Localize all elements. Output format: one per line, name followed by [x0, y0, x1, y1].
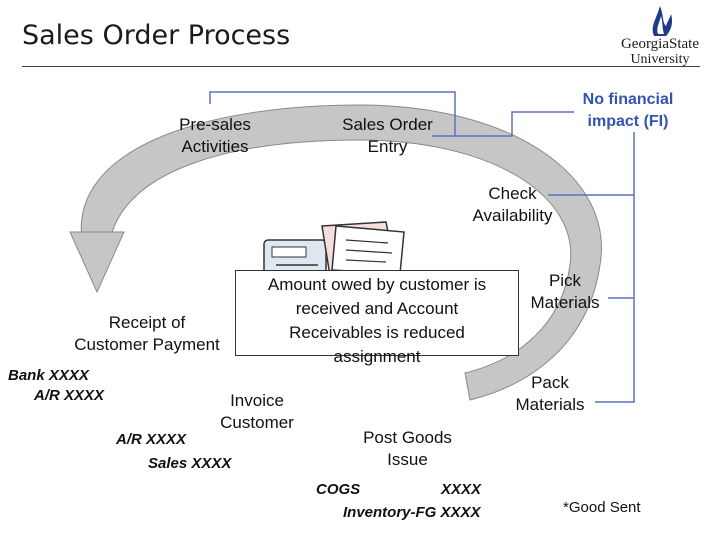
entry-ar-credit: A/R XXXX: [34, 387, 105, 404]
invoice-documents-icon: [263, 221, 405, 277]
entry-cogs: COGS: [316, 481, 361, 498]
callout-line-1: Amount owed by customer is: [267, 275, 487, 294]
no-financial-connectors: [209, 91, 635, 403]
step-pick-line-1: Pick: [548, 271, 582, 290]
note-no-financial-line-1: No financial: [582, 91, 674, 108]
cycle-arrow-head: [69, 231, 125, 294]
step-invoice-customer: Invoice Customer: [202, 390, 312, 434]
university-logo: GeorgiaState University: [610, 4, 710, 68]
step-pack-line-2: Materials: [515, 395, 585, 414]
step-pick-materials: Pick Materials: [515, 270, 615, 314]
step-post-goods-line-2: Issue: [387, 450, 428, 469]
step-pick-line-2: Materials: [530, 293, 600, 312]
step-order-entry-line-1: Sales Order: [342, 115, 433, 134]
step-invoice-line-1: Invoice: [230, 391, 284, 410]
step-check-line-2: Availability: [472, 206, 553, 225]
logo-text-line2: University: [630, 52, 690, 67]
step-order-entry: Sales Order Entry: [330, 114, 445, 158]
logo-text-line1: GeorgiaState: [620, 36, 700, 52]
step-order-entry-line-2: Entry: [367, 137, 408, 156]
title-divider: [22, 66, 700, 67]
entry-inventory: Inventory-FG XXXX: [343, 504, 481, 521]
step-presales-line-2: Activities: [181, 137, 249, 156]
entry-cogs-amount: XXXX: [441, 481, 482, 498]
step-post-goods-issue: Post Goods Issue: [350, 427, 465, 471]
step-pack-line-1: Pack: [531, 373, 569, 392]
step-receipt-payment: Receipt of Customer Payment: [62, 312, 232, 356]
callout-text: Amount owed by customer is received and …: [236, 273, 518, 369]
step-presales-line-1: Pre-sales: [179, 115, 251, 134]
entry-ar-debit: A/R XXXX: [116, 431, 187, 448]
step-invoice-line-2: Customer: [220, 413, 294, 432]
step-presales: Pre-sales Activities: [160, 114, 270, 158]
callout-line-4: assignment: [333, 347, 421, 366]
note-no-financial-line-2: impact (FI): [587, 113, 669, 130]
step-receipt-line-2: Customer Payment: [74, 335, 220, 354]
entry-bank: Bank XXXX: [8, 367, 89, 384]
cycle-arrow-ring: [80, 104, 602, 401]
step-check-line-1: Check: [488, 184, 537, 203]
flame-icon: [652, 6, 673, 36]
step-receipt-line-1: Receipt of: [108, 313, 186, 332]
step-check-availability: Check Availability: [455, 183, 570, 227]
step-pack-materials: Pack Materials: [500, 372, 600, 416]
callout-line-3: Receivables is reduced: [289, 323, 465, 342]
payment-callout-box: Amount owed by customer is received and …: [235, 270, 519, 366]
note-no-financial-impact: No financial impact (FI): [568, 89, 688, 133]
page-title: Sales Order Process: [22, 20, 291, 51]
step-post-goods-line-1: Post Goods: [363, 428, 452, 447]
callout-line-2: received and Account: [295, 299, 459, 318]
note-good-sent: *Good Sent: [563, 499, 641, 516]
entry-sales: Sales XXXX: [148, 455, 232, 472]
